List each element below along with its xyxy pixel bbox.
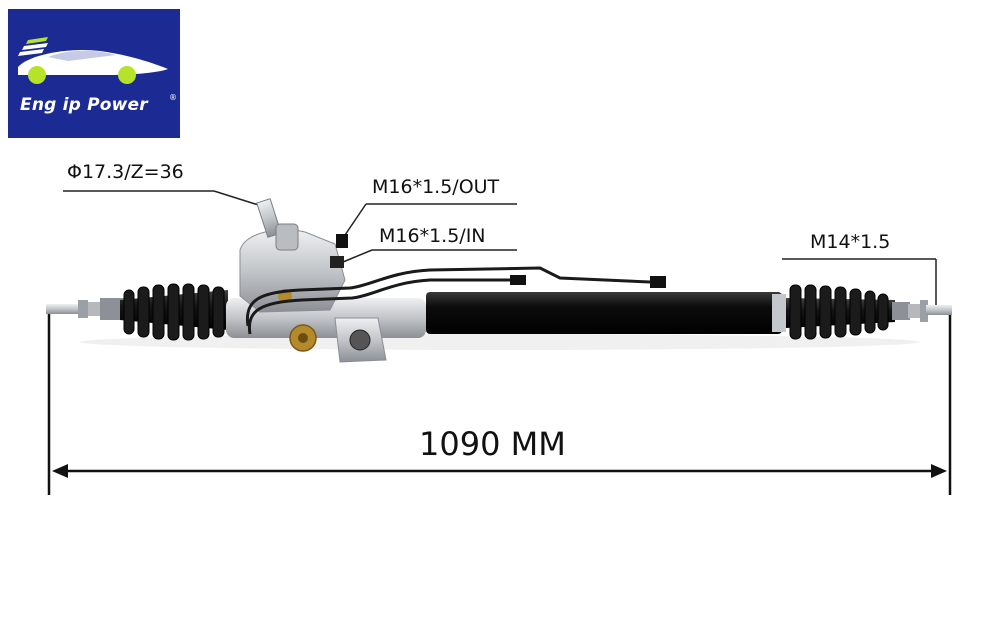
tie-rod-thread-label: M14*1.5 bbox=[810, 231, 891, 253]
rack-tube-icon bbox=[426, 292, 782, 334]
brand-name: Eng ip Power bbox=[20, 95, 148, 115]
dimension-line bbox=[47, 308, 952, 495]
brand-logo: Eng ip Power ® bbox=[8, 9, 180, 138]
in-port-spec-label: M16*1.5/IN bbox=[379, 225, 486, 247]
pinion-spec-label: Φ17.3/Z=36 bbox=[67, 161, 184, 183]
valve-body-icon bbox=[226, 198, 426, 363]
out-port-spec-label: M16*1.5/OUT bbox=[372, 176, 500, 198]
registered-mark: ® bbox=[169, 93, 177, 102]
right-boot-icon bbox=[786, 284, 895, 340]
left-tie-rod-icon bbox=[46, 298, 124, 320]
left-boot-icon bbox=[120, 283, 228, 341]
hydraulic-lines bbox=[245, 266, 651, 335]
overall-length-label: 1090 MM bbox=[419, 425, 566, 463]
leader-lines bbox=[63, 190, 937, 305]
right-tie-rod-icon bbox=[892, 300, 952, 322]
car-logo-icon bbox=[18, 37, 168, 84]
